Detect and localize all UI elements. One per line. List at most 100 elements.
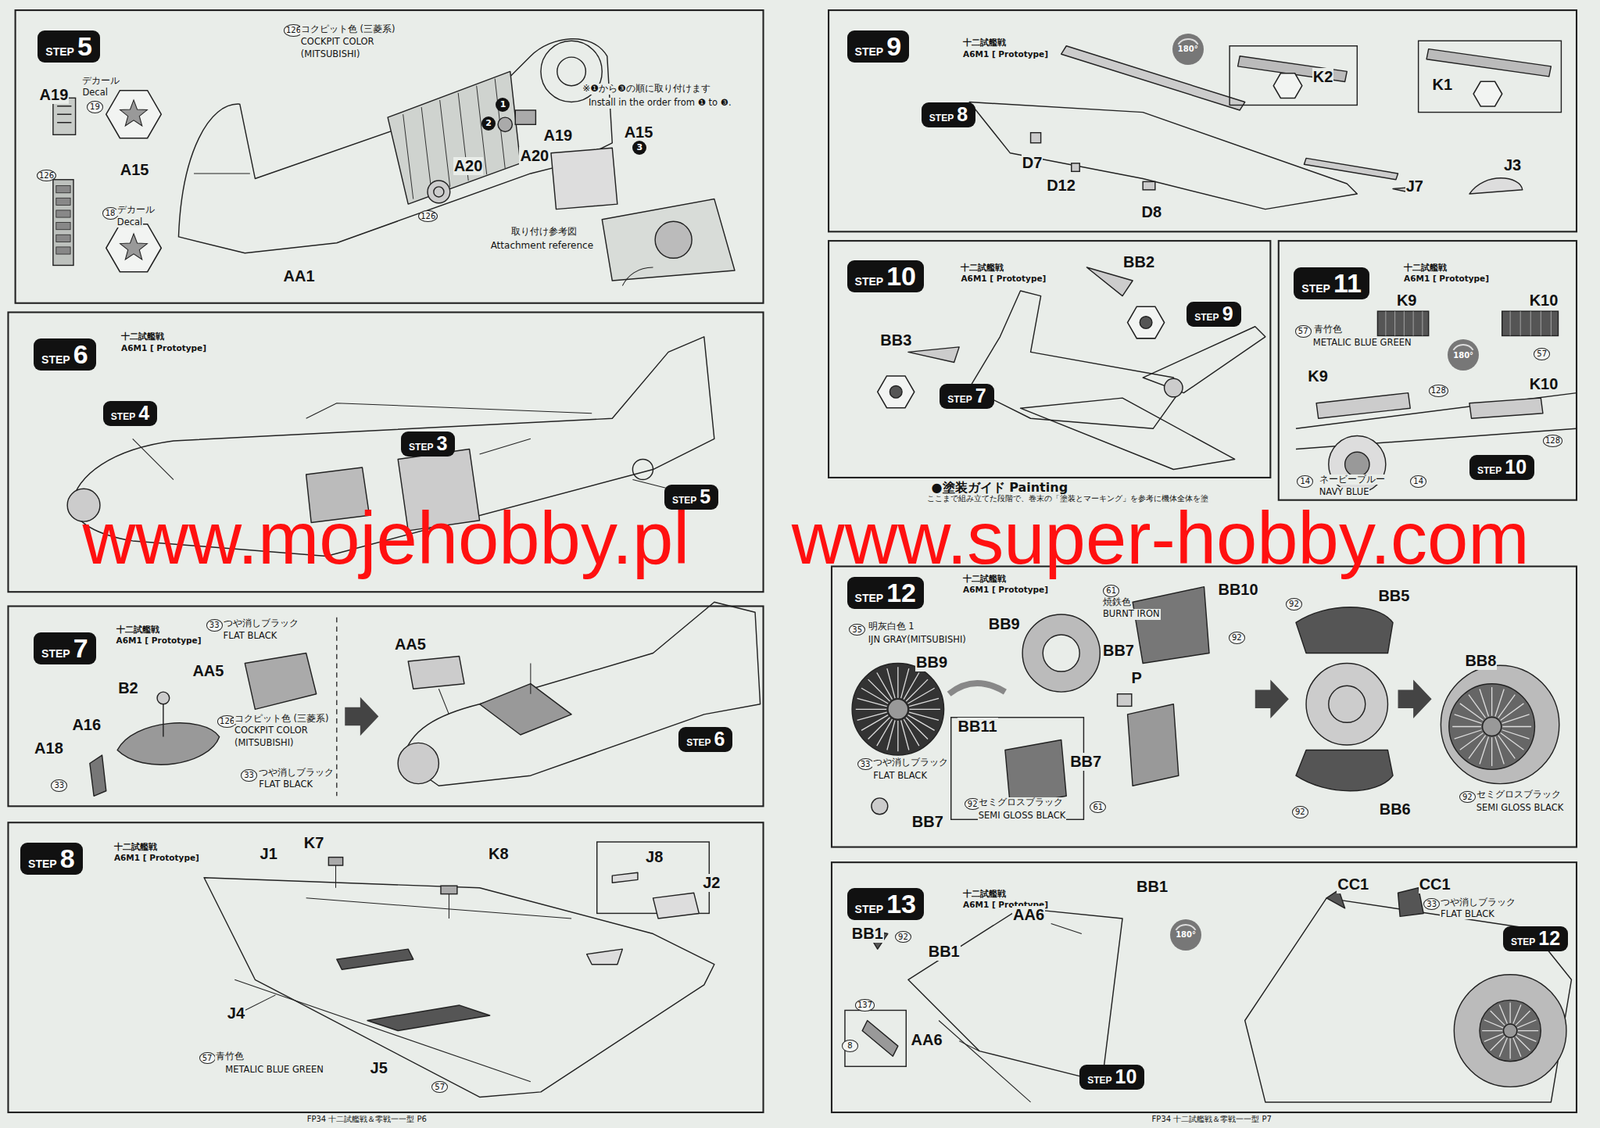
- line-art: [1440, 665, 1559, 784]
- callout-number: 33: [206, 619, 223, 632]
- part-number: D7: [1021, 153, 1044, 172]
- model-title: 十二試艦戦: [962, 888, 1007, 899]
- step-number: 10: [886, 262, 917, 290]
- line-art: [1316, 393, 1411, 419]
- part-number: A15: [119, 161, 151, 179]
- line-art: [335, 865, 337, 888]
- step-badge: STEP13: [847, 887, 924, 920]
- paint-note: つや消しブラック: [872, 757, 949, 768]
- line-art: [1502, 311, 1559, 336]
- paint-note: METALIC BLUE GREEN: [1312, 337, 1413, 348]
- line-art: [1295, 393, 1577, 430]
- line-art: [622, 267, 653, 286]
- line-art: [408, 655, 465, 689]
- part-number: B2: [117, 679, 140, 698]
- line-art: [1132, 587, 1210, 664]
- paint-note: BURNT IRON: [1102, 608, 1161, 620]
- paint-note: コクピット色 (三菱系): [233, 713, 330, 724]
- step-badge: STEP7: [939, 383, 994, 409]
- line-art: [601, 199, 735, 281]
- part-number: BB6: [1378, 800, 1412, 819]
- step-badge: STEP5: [37, 30, 101, 63]
- paint-note: (MITSUBISHI): [300, 49, 362, 60]
- callout-number: 57: [431, 1080, 448, 1094]
- line-art: [1278, 240, 1577, 501]
- step-number: 10: [1115, 1066, 1138, 1087]
- model-title: A6M1 [ Prototype]: [959, 273, 1047, 283]
- step-word: STEP: [28, 858, 58, 870]
- callout-number: 92: [1285, 597, 1303, 611]
- paint-note: Install in the order from ❶ to ❸.: [587, 97, 733, 108]
- part-number: J1: [259, 844, 279, 863]
- line-art: [831, 566, 1577, 848]
- step-number: 6: [714, 729, 726, 749]
- line-art: [889, 385, 903, 398]
- line-art: [56, 186, 71, 194]
- line-art: [1042, 634, 1080, 672]
- paint-note: NAVY BLUE: [1318, 486, 1371, 498]
- line-art: [951, 717, 1085, 820]
- line-art: [479, 438, 531, 455]
- part-number: P: [1130, 669, 1142, 688]
- step-badge: STEP12: [847, 576, 924, 609]
- line-art: [1164, 378, 1183, 397]
- line-art: [56, 197, 71, 205]
- line-art: [828, 240, 1271, 478]
- step-word: STEP: [947, 394, 972, 405]
- step-number: 3: [436, 433, 448, 454]
- line-art: [828, 10, 1577, 232]
- part-number: BB9: [987, 615, 1021, 634]
- line-art: [178, 39, 613, 254]
- line-art: [120, 233, 148, 260]
- line-art: [1418, 40, 1562, 112]
- line-art: [336, 617, 337, 796]
- step-word: STEP: [929, 113, 954, 123]
- line-art: [909, 697, 939, 706]
- part-number: J4: [226, 1004, 246, 1023]
- part-number: BB7: [911, 812, 945, 831]
- line-art: [117, 723, 220, 765]
- step-badge: STEP6: [678, 726, 733, 752]
- paint-note: つや消しブラック: [222, 618, 300, 629]
- step-word: STEP: [41, 647, 71, 659]
- line-art: [877, 375, 915, 409]
- line-art: [403, 601, 761, 786]
- line-art: [1491, 687, 1493, 716]
- line-art: [1500, 733, 1525, 751]
- callout-number: 61: [1102, 584, 1120, 598]
- part-number: A19: [543, 126, 574, 145]
- line-art: [1517, 1020, 1536, 1028]
- step-word: STEP: [855, 592, 885, 604]
- line-art: [440, 100, 451, 187]
- line-art: [587, 948, 623, 965]
- line-art: [901, 720, 910, 751]
- line-art: [1482, 716, 1502, 736]
- model-title: A6M1 [ Prototype]: [115, 635, 203, 645]
- part-number: AA1: [282, 267, 316, 286]
- model-title: A6M1 [ Prototype]: [120, 343, 208, 353]
- line-art: [1502, 714, 1530, 724]
- callout-number: 128: [1428, 384, 1449, 398]
- step-badge: STEP12: [1503, 926, 1568, 952]
- callout-number: 33: [1423, 898, 1440, 911]
- part-number: K9: [1395, 291, 1418, 310]
- line-art: [901, 668, 910, 698]
- model-title: 十二試艦戦: [962, 37, 1007, 47]
- line-art: [1510, 311, 1511, 336]
- step-word: STEP: [110, 411, 136, 422]
- callout-number: 33: [240, 769, 258, 782]
- line-art: [421, 107, 432, 194]
- rotate-arc: [1175, 924, 1196, 931]
- line-art: [433, 186, 444, 197]
- line-art: [1345, 451, 1370, 477]
- line-art: [938, 1020, 1031, 1103]
- line-art: [1479, 999, 1541, 1061]
- part-number: BB3: [879, 331, 913, 350]
- line-art: [969, 290, 1179, 429]
- line-art: [1142, 326, 1266, 394]
- line-art: [887, 720, 895, 751]
- model-title: 十二試艦戦: [120, 331, 165, 341]
- line-art: [132, 438, 174, 480]
- page-footer: FP34 十二試艦戦＆零戦一一型 P6: [306, 1114, 428, 1124]
